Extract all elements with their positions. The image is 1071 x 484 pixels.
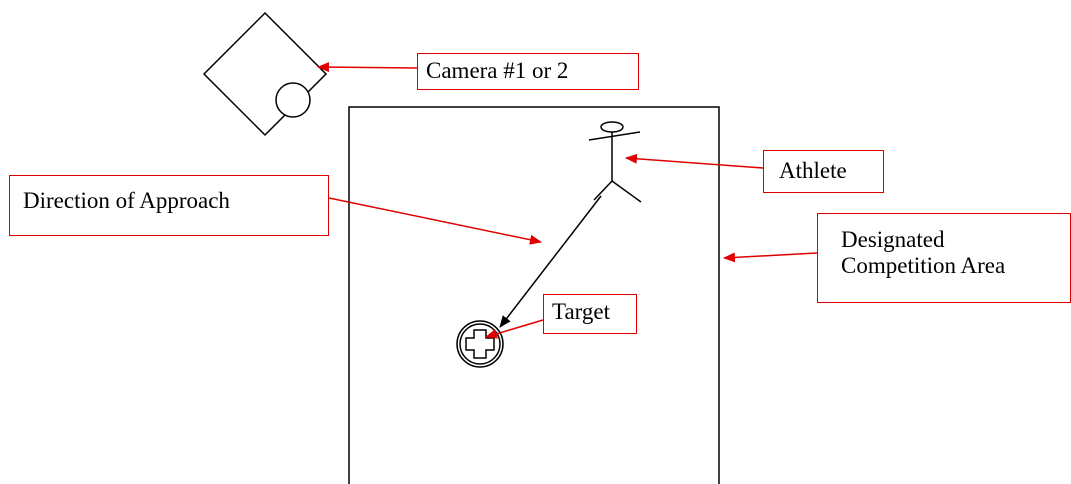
target-label: Target xyxy=(543,294,637,334)
area-callout-arrow xyxy=(723,252,818,263)
competition-area-label: Designated Competition Area xyxy=(817,213,1071,303)
camera-icon xyxy=(202,11,328,137)
competition-area-label-line1: Designated xyxy=(841,227,945,252)
competition-area-label-line2: Competition Area xyxy=(841,253,1006,278)
direction-of-approach-label: Direction of Approach xyxy=(9,175,329,236)
athlete-label: Athlete xyxy=(763,150,884,193)
approach-arrow xyxy=(499,195,602,328)
athlete-callout-arrow xyxy=(625,153,764,169)
competition-area-rect xyxy=(348,106,720,484)
athlete-stick-figure xyxy=(588,121,642,203)
target-callout-arrow xyxy=(485,319,544,339)
camera-callout-arrow xyxy=(317,62,418,73)
camera-label: Camera #1 or 2 xyxy=(417,53,639,90)
target-icon xyxy=(456,320,504,368)
direction-callout-arrow xyxy=(328,197,542,245)
